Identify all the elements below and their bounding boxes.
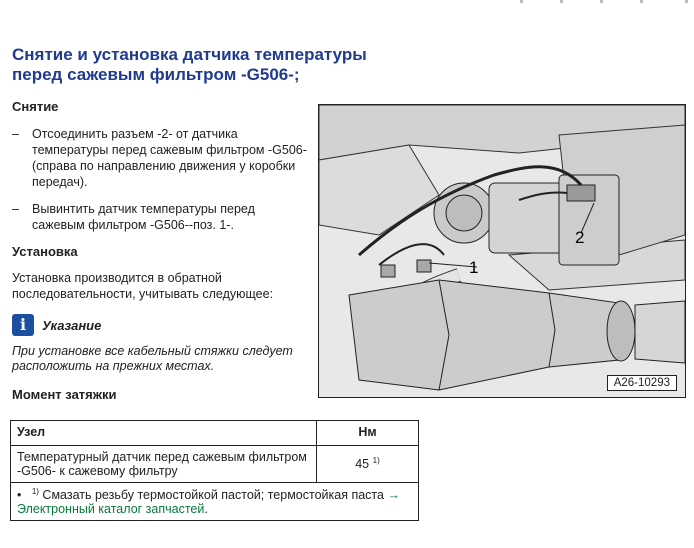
label-1: 1 — [469, 258, 478, 277]
table-row: Температурный датчик перед сажевым фильт… — [10, 445, 419, 483]
info-icon: i — [12, 314, 34, 336]
parts-catalog-link[interactable]: → Электронный каталог запчастей — [17, 488, 400, 517]
torque-heading: Момент затяжки — [12, 387, 117, 402]
footnote-row: • 1) Смазать резьбу термостойкой пастой;… — [10, 481, 419, 522]
removal-step-2: – Вывинтить датчик температуры перед саж… — [12, 202, 255, 232]
top-border — [0, 0, 694, 8]
torque-table: Узел Нм Температурный датчик перед сажев… — [10, 420, 419, 522]
col-unit-header: Узел — [10, 420, 317, 446]
removal-heading: Снятие — [12, 99, 59, 114]
engine-illustration: 1 2 A26-10293 — [318, 104, 686, 398]
installation-heading: Установка — [12, 244, 78, 259]
page-title: Снятие и установка датчика температуры п… — [12, 45, 367, 84]
row-nm: 45 1) — [316, 445, 419, 483]
footnote: • 1) Смазать резьбу термостойкой пастой;… — [10, 481, 419, 522]
col-nm-header: Нм — [316, 420, 419, 446]
removal-step-1: – Отсоединить разъем -2- от датчика темп… — [12, 127, 307, 189]
row-unit: Температурный датчик перед сажевым фильт… — [10, 445, 317, 483]
note-title: Указание — [42, 318, 102, 333]
figure-id: A26-10293 — [606, 375, 677, 391]
table-header-row: Узел Нм — [10, 420, 419, 446]
sensor-drawing: 1 2 — [319, 105, 685, 397]
note-text: При установке все кабельный стяжки следу… — [12, 344, 293, 373]
label-2: 2 — [575, 228, 584, 247]
installation-text: Установка производится в обратной послед… — [12, 271, 274, 301]
